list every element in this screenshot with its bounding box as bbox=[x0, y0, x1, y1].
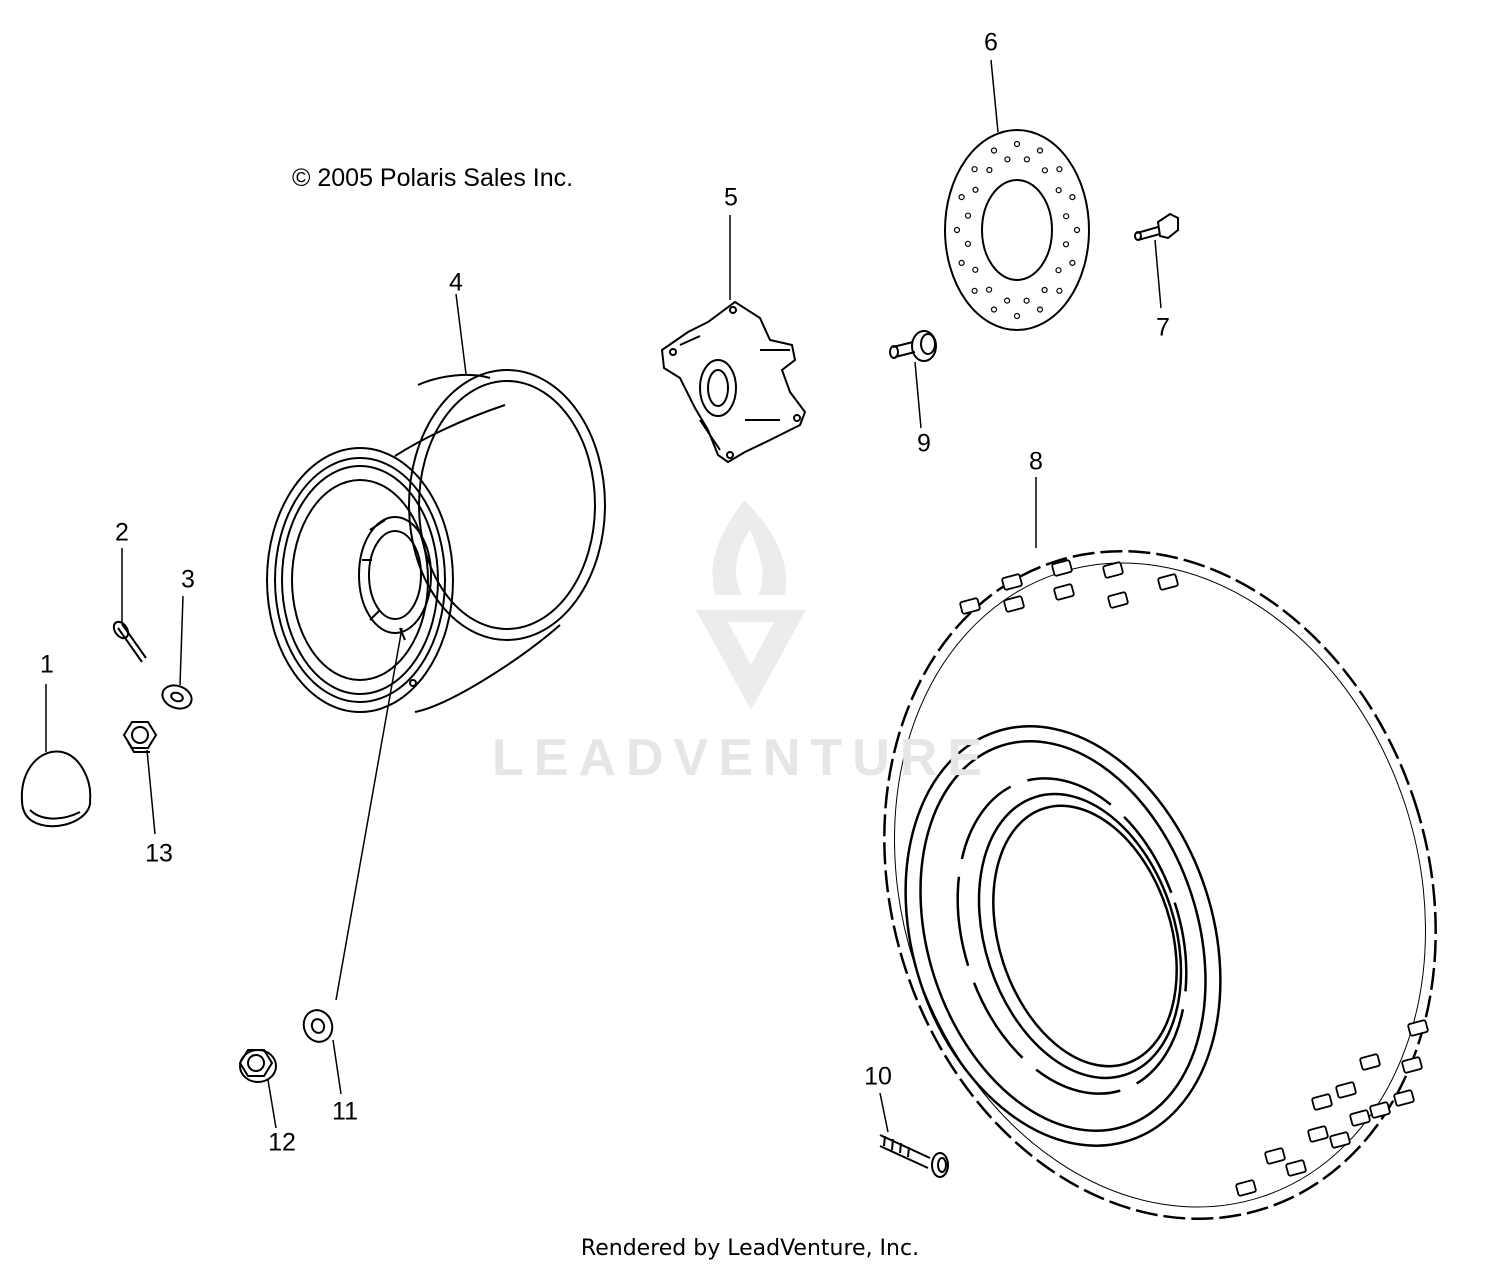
disc-hole bbox=[953, 226, 961, 234]
tread-lug bbox=[1001, 573, 1023, 591]
tread-lug bbox=[1311, 1093, 1333, 1111]
callout-4: 4 bbox=[449, 268, 463, 297]
tread-lug bbox=[1393, 1089, 1415, 1107]
tread-lug bbox=[1307, 1125, 1329, 1143]
footer-text: Rendered by LeadVenture, Inc. bbox=[580, 1236, 920, 1261]
disc-hole bbox=[1062, 241, 1070, 248]
callout-2: 2 bbox=[115, 518, 129, 547]
part-10-valve-stem bbox=[879, 1134, 949, 1178]
part-5-hub bbox=[660, 300, 807, 464]
tread-lug bbox=[1407, 1019, 1429, 1037]
callout-13: 13 bbox=[145, 839, 173, 868]
leader-12 bbox=[267, 1079, 277, 1129]
disc-hole bbox=[1013, 140, 1021, 148]
disc-hole bbox=[972, 186, 979, 193]
leader-rim-to-11 bbox=[335, 627, 403, 1001]
disc-hole bbox=[971, 287, 978, 294]
callout-9: 9 bbox=[917, 429, 931, 458]
disc-hole bbox=[1041, 286, 1048, 294]
tread-lug bbox=[1335, 1081, 1357, 1099]
disc-hole bbox=[1003, 297, 1011, 304]
callout-11: 11 bbox=[332, 1097, 358, 1126]
disc-hole bbox=[1069, 194, 1076, 201]
part-7-bolt bbox=[1134, 212, 1179, 241]
tread-lug bbox=[1285, 1159, 1307, 1177]
watermark-logo bbox=[696, 500, 806, 710]
disc-hole bbox=[1062, 213, 1070, 220]
disc-hole bbox=[990, 306, 998, 313]
disc-hole bbox=[958, 194, 965, 201]
disc-hole bbox=[971, 166, 978, 173]
tread-lug bbox=[1235, 1179, 1257, 1197]
leader-4 bbox=[455, 293, 467, 375]
callout-7: 7 bbox=[1156, 313, 1170, 342]
callout-10: 10 bbox=[864, 1062, 892, 1091]
disc-hole bbox=[1023, 297, 1030, 304]
tread-lug bbox=[1003, 595, 1025, 613]
disc-hole bbox=[964, 240, 972, 247]
disc-hole bbox=[1036, 306, 1044, 313]
disc-hole bbox=[990, 147, 998, 154]
tread-lug bbox=[959, 597, 981, 615]
tread-lug bbox=[1051, 559, 1073, 577]
part-9-stud bbox=[889, 330, 937, 362]
brake-disc-holes bbox=[953, 140, 1081, 320]
disc-hole bbox=[1013, 312, 1021, 320]
tire-tread-lugs bbox=[959, 559, 1429, 1197]
callout-12: 12 bbox=[268, 1128, 296, 1157]
disc-hole bbox=[986, 166, 993, 174]
callout-3: 3 bbox=[181, 565, 195, 594]
disc-hole bbox=[1069, 259, 1076, 266]
tread-lug bbox=[1369, 1101, 1391, 1119]
leader-9 bbox=[914, 361, 922, 429]
leader-13 bbox=[146, 749, 156, 835]
leader-7 bbox=[1154, 239, 1162, 309]
part-4-wheel-rim bbox=[266, 369, 606, 713]
tread-lug bbox=[1349, 1109, 1371, 1127]
part-11-washer bbox=[302, 1009, 334, 1043]
disc-hole bbox=[964, 212, 972, 219]
copyright-text: © 2005 Polaris Sales Inc. bbox=[292, 164, 574, 192]
disc-hole bbox=[972, 266, 979, 273]
disc-hole bbox=[958, 259, 965, 266]
part-13-nut bbox=[122, 721, 158, 753]
callout-6: 6 bbox=[984, 28, 998, 57]
part-1-cap bbox=[20, 750, 92, 828]
part-8-tire bbox=[883, 549, 1437, 1221]
tread-lug bbox=[1329, 1131, 1351, 1149]
disc-hole bbox=[1056, 287, 1063, 294]
tread-lug bbox=[1359, 1053, 1381, 1071]
disc-hole bbox=[1023, 156, 1031, 163]
disc-hole bbox=[1056, 166, 1063, 173]
leader-11 bbox=[332, 1039, 342, 1095]
tread-lug bbox=[1264, 1147, 1286, 1165]
disc-hole bbox=[1055, 267, 1062, 274]
callout-5: 5 bbox=[724, 183, 738, 212]
part-3-washer bbox=[161, 684, 193, 710]
tread-lug bbox=[1053, 583, 1075, 601]
disc-hole bbox=[1073, 226, 1081, 234]
leader-6 bbox=[990, 59, 999, 133]
disc-hole bbox=[1036, 147, 1044, 154]
part-12-flange-nut bbox=[238, 1049, 277, 1083]
part-6-brake-disc bbox=[944, 129, 1090, 331]
callout-8: 8 bbox=[1029, 447, 1043, 476]
tread-lug bbox=[1157, 573, 1179, 591]
disc-hole bbox=[985, 286, 993, 293]
tread-lug bbox=[1401, 1056, 1423, 1074]
disc-hole bbox=[1041, 167, 1049, 174]
leader-3 bbox=[179, 595, 184, 686]
disc-hole bbox=[1055, 187, 1062, 194]
leader-10 bbox=[879, 1092, 889, 1133]
tread-lug bbox=[1102, 561, 1124, 579]
callout-1: 1 bbox=[40, 650, 54, 679]
part-2-cotter-pin bbox=[112, 620, 147, 663]
tread-lug bbox=[1107, 591, 1129, 609]
disc-hole bbox=[1004, 156, 1011, 163]
watermark-text: LEADVENTURE bbox=[492, 729, 993, 787]
